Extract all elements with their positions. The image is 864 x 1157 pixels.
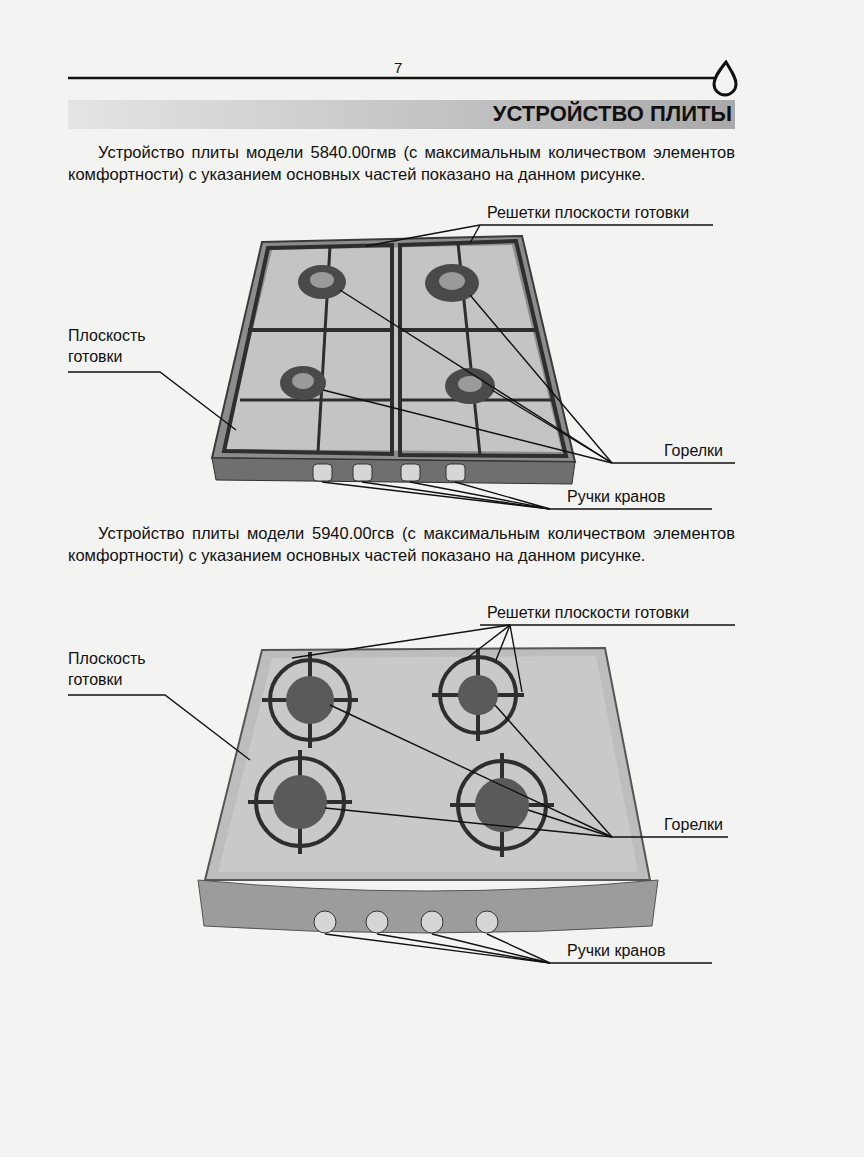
part-label: Решетки плоскости готовки bbox=[487, 603, 689, 624]
part-label: Плоскость готовки bbox=[68, 326, 160, 368]
part-label: Решетки плоскости готовки bbox=[487, 203, 689, 224]
stove-illustration bbox=[212, 236, 575, 484]
part-label: Плоскость готовки bbox=[68, 649, 160, 691]
paragraph: Устройство плиты модели 5940.00гсв (с ма… bbox=[68, 522, 735, 567]
part-label: Ручки кранов bbox=[567, 941, 665, 962]
drop-icon bbox=[714, 62, 736, 95]
paragraph: Устройство плиты модели 5840.00гмв (с ма… bbox=[68, 141, 735, 186]
page-number: 7 bbox=[394, 58, 402, 78]
leader-lines bbox=[68, 225, 735, 509]
part-label: Горелки bbox=[664, 441, 723, 462]
part-label: Ручки кранов bbox=[567, 487, 665, 508]
stove-illustration bbox=[198, 648, 658, 933]
header-rule bbox=[68, 77, 716, 80]
part-label: Горелки bbox=[664, 815, 723, 836]
leader-lines bbox=[68, 625, 735, 963]
title-band bbox=[68, 100, 735, 129]
section-title: УСТРОЙСТВО ПЛИТЫ bbox=[68, 101, 732, 127]
